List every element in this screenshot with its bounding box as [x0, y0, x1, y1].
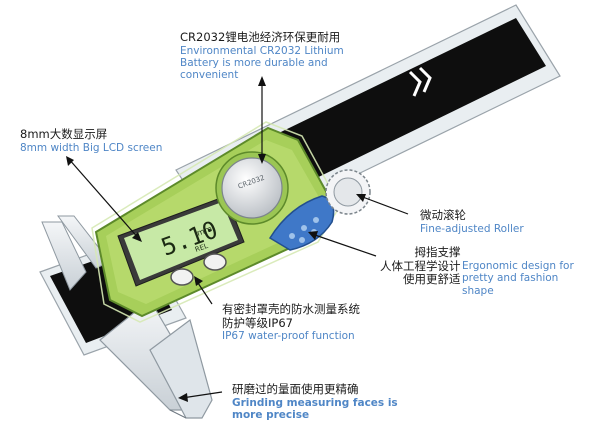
control-buttons [170, 253, 227, 286]
faces-en-2: more precise [232, 408, 310, 421]
lcd-display: 5.10 mm REL [117, 195, 245, 287]
mode-button [170, 268, 194, 286]
roller-cn: 微动滚轮 [420, 208, 466, 222]
outside-jaws [99, 299, 213, 419]
waterproof-en: IP67 water-proof function [222, 330, 355, 343]
thumb-annotation-cn: 拇指支撑 人体工程学设计 使用更舒适 [380, 245, 461, 287]
roller-annotation: 微动滚轮 Fine-adjusted Roller [420, 208, 524, 235]
thumb-en-3: shape [462, 284, 494, 297]
thumb-en-2: pretty and fashion [462, 272, 559, 285]
battery-en-1: Environmental CR2032 Lithium [180, 44, 344, 57]
leader-lines [66, 76, 409, 402]
thumb-cn-2: 人体工程学设计 [380, 258, 461, 273]
lcd-cn: 8mm大数显示屏 [20, 127, 108, 141]
fine-adjust-roller [325, 169, 371, 215]
thumb-annotation-en: Ergonomic design for pretty and fashion … [462, 260, 574, 297]
faces-en-1: Grinding measuring faces is [232, 396, 398, 409]
lcd-annotation: 8mm大数显示屏 8mm width Big LCD screen [20, 127, 163, 154]
zero-button [203, 253, 227, 271]
roller-en: Fine-adjusted Roller [420, 222, 524, 235]
thumb-en-1: Ergonomic design for [462, 260, 574, 272]
waterproof-annotation: 有密封罩壳的防水测量系统 防护等级IP67 IP67 water-proof f… [222, 302, 360, 343]
battery-annotation: CR2032锂电池经济环保更耐用 Environmental CR2032 Li… [180, 30, 344, 82]
faces-annotation: 研磨过的量面使用更精确 Grinding measuring faces is … [232, 382, 398, 421]
thumb-cn-3: 使用更舒适 [403, 272, 461, 287]
faces-cn: 研磨过的量面使用更精确 [232, 382, 359, 396]
battery-cn: CR2032锂电池经济环保更耐用 [180, 30, 341, 44]
battery-en-3: convenient [180, 69, 239, 82]
waterproof-cn-2: 防护等级IP67 [222, 315, 293, 330]
waterproof-cn-1: 有密封罩壳的防水测量系统 [222, 302, 360, 316]
thumb-cn-1: 拇指支撑 [414, 245, 461, 259]
lcd-en: 8mm width Big LCD screen [20, 141, 163, 154]
battery-cover: CR2032 [215, 151, 289, 225]
battery-en-2: Battery is more durable and [180, 56, 328, 69]
